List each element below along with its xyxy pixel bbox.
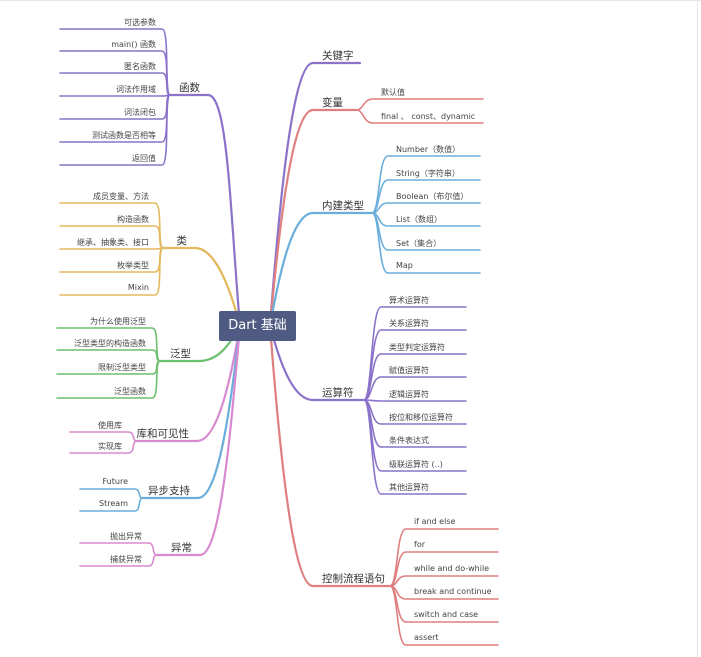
- leaf-label[interactable]: 枚举类型: [117, 261, 149, 270]
- leaf-label[interactable]: List（数组）: [396, 215, 442, 224]
- leaf-label[interactable]: 算术运算符: [389, 296, 429, 305]
- leaf-connector: [363, 376, 467, 401]
- leaf-label[interactable]: break and continue: [414, 587, 492, 596]
- leaf-connector: [79, 488, 144, 499]
- leaf-connector: [363, 399, 467, 402]
- leaf-connector: [371, 155, 481, 214]
- leaf-connector: [389, 585, 499, 646]
- leaf-label[interactable]: 默认值: [381, 88, 405, 97]
- branch-label[interactable]: 异步支持: [148, 485, 190, 497]
- branch-label[interactable]: 内建类型: [322, 200, 364, 212]
- branch-connector: [268, 61, 315, 328]
- branch-label[interactable]: 泛型: [170, 348, 191, 360]
- leaf-label[interactable]: 继承、抽象类、接口: [77, 238, 149, 247]
- leaf-label[interactable]: Set（集合）: [396, 239, 442, 248]
- branch-label[interactable]: 变量: [322, 97, 343, 109]
- branch-connector: [206, 93, 242, 328]
- branch-connector: [268, 324, 315, 588]
- leaf-connector: [389, 528, 499, 587]
- leaf-label[interactable]: 实现库: [98, 442, 122, 451]
- leaf-label[interactable]: Map: [396, 261, 413, 270]
- leaf-label[interactable]: for: [414, 540, 425, 549]
- leaf-connector: [59, 94, 171, 97]
- branch-label[interactable]: 类: [176, 235, 188, 247]
- branch-label[interactable]: 运算符: [322, 387, 354, 399]
- leaf-label[interactable]: 捕获异常: [110, 555, 142, 564]
- leaf-label[interactable]: switch and case: [414, 610, 479, 619]
- leaf-label[interactable]: main() 函数: [111, 40, 156, 49]
- leaf-connector: [59, 94, 171, 166]
- leaf-label[interactable]: 测试函数是否相等: [92, 131, 156, 140]
- leaf-label[interactable]: 级联运算符 (..): [389, 460, 443, 469]
- right-border: [697, 0, 698, 657]
- leaf-connector: [79, 554, 158, 567]
- leaf-connector: [371, 202, 481, 214]
- leaf-label[interactable]: if and else: [414, 517, 456, 526]
- branch-label[interactable]: 函数: [179, 82, 200, 94]
- leaf-label[interactable]: 泛型类型的构造函数: [74, 339, 146, 348]
- leaf-connector: [371, 212, 481, 274]
- leaf-label[interactable]: 为什么使用泛型: [90, 317, 146, 326]
- leaf-label[interactable]: 逻辑运算符: [389, 390, 429, 399]
- leaf-connector: [69, 440, 138, 454]
- root-node[interactable]: Dart 基础: [219, 311, 296, 341]
- leaf-connector: [59, 247, 164, 250]
- leaf-label[interactable]: Future: [102, 477, 128, 486]
- leaf-label[interactable]: while and do-while: [414, 564, 490, 573]
- leaf-connector: [59, 247, 164, 296]
- leaf-label[interactable]: Boolean（布尔值）: [396, 192, 469, 201]
- leaf-connector: [56, 349, 161, 362]
- leaf-label[interactable]: final 、 const、dynamic: [381, 112, 476, 121]
- branch-label[interactable]: 控制流程语句: [322, 573, 385, 585]
- leaf-label[interactable]: 抛出异常: [110, 532, 142, 541]
- leaf-connector: [59, 225, 164, 249]
- leaf-label[interactable]: 限制泛型类型: [98, 363, 146, 372]
- leaf-label[interactable]: 构造函数: [117, 215, 149, 224]
- top-border: [0, 0, 701, 1]
- leaf-connector: [355, 109, 484, 124]
- branch-label[interactable]: 关键字: [322, 50, 354, 62]
- leaf-label[interactable]: 类型判定运算符: [389, 343, 445, 352]
- leaf-connector: [355, 98, 484, 111]
- leaf-label[interactable]: 可选参数: [124, 18, 156, 27]
- leaf-label[interactable]: Stream: [99, 499, 128, 508]
- leaf-label[interactable]: Mixin: [127, 283, 149, 292]
- leaf-label[interactable]: 成员变量、方法: [93, 192, 149, 201]
- leaf-label[interactable]: 条件表达式: [389, 436, 429, 445]
- branch-label[interactable]: 库和可见性: [136, 428, 190, 440]
- branch-connector: [268, 211, 315, 328]
- leaf-connector: [56, 360, 161, 399]
- branch-connector: [268, 108, 315, 328]
- leaf-label[interactable]: 其他运算符: [389, 483, 429, 492]
- leaf-connector: [79, 497, 144, 512]
- leaf-label[interactable]: assert: [414, 633, 439, 642]
- leaf-connector: [363, 399, 467, 495]
- leaf-label[interactable]: 泛型函数: [114, 387, 146, 396]
- leaf-label[interactable]: 关系运算符: [389, 319, 429, 328]
- leaf-label[interactable]: 赋值运算符: [389, 366, 429, 375]
- branch-connector: [198, 324, 242, 557]
- leaf-connector: [389, 575, 499, 587]
- branch-label[interactable]: 异常: [171, 542, 192, 554]
- leaf-label[interactable]: 匿名函数: [124, 62, 156, 71]
- leaf-label[interactable]: 按位和移位运算符: [389, 413, 453, 422]
- leaf-label[interactable]: 词法闭包: [124, 108, 156, 117]
- leaf-label[interactable]: 使用库: [98, 421, 122, 430]
- leaf-label[interactable]: 词法作用域: [116, 85, 156, 94]
- leaf-label[interactable]: Number（数值）: [396, 145, 461, 154]
- leaf-label[interactable]: 返回值: [132, 154, 156, 163]
- leaf-connector: [69, 431, 138, 442]
- leaf-connector: [59, 72, 171, 96]
- branch-connector: [195, 324, 242, 443]
- leaf-label[interactable]: String（字符串）: [396, 169, 460, 178]
